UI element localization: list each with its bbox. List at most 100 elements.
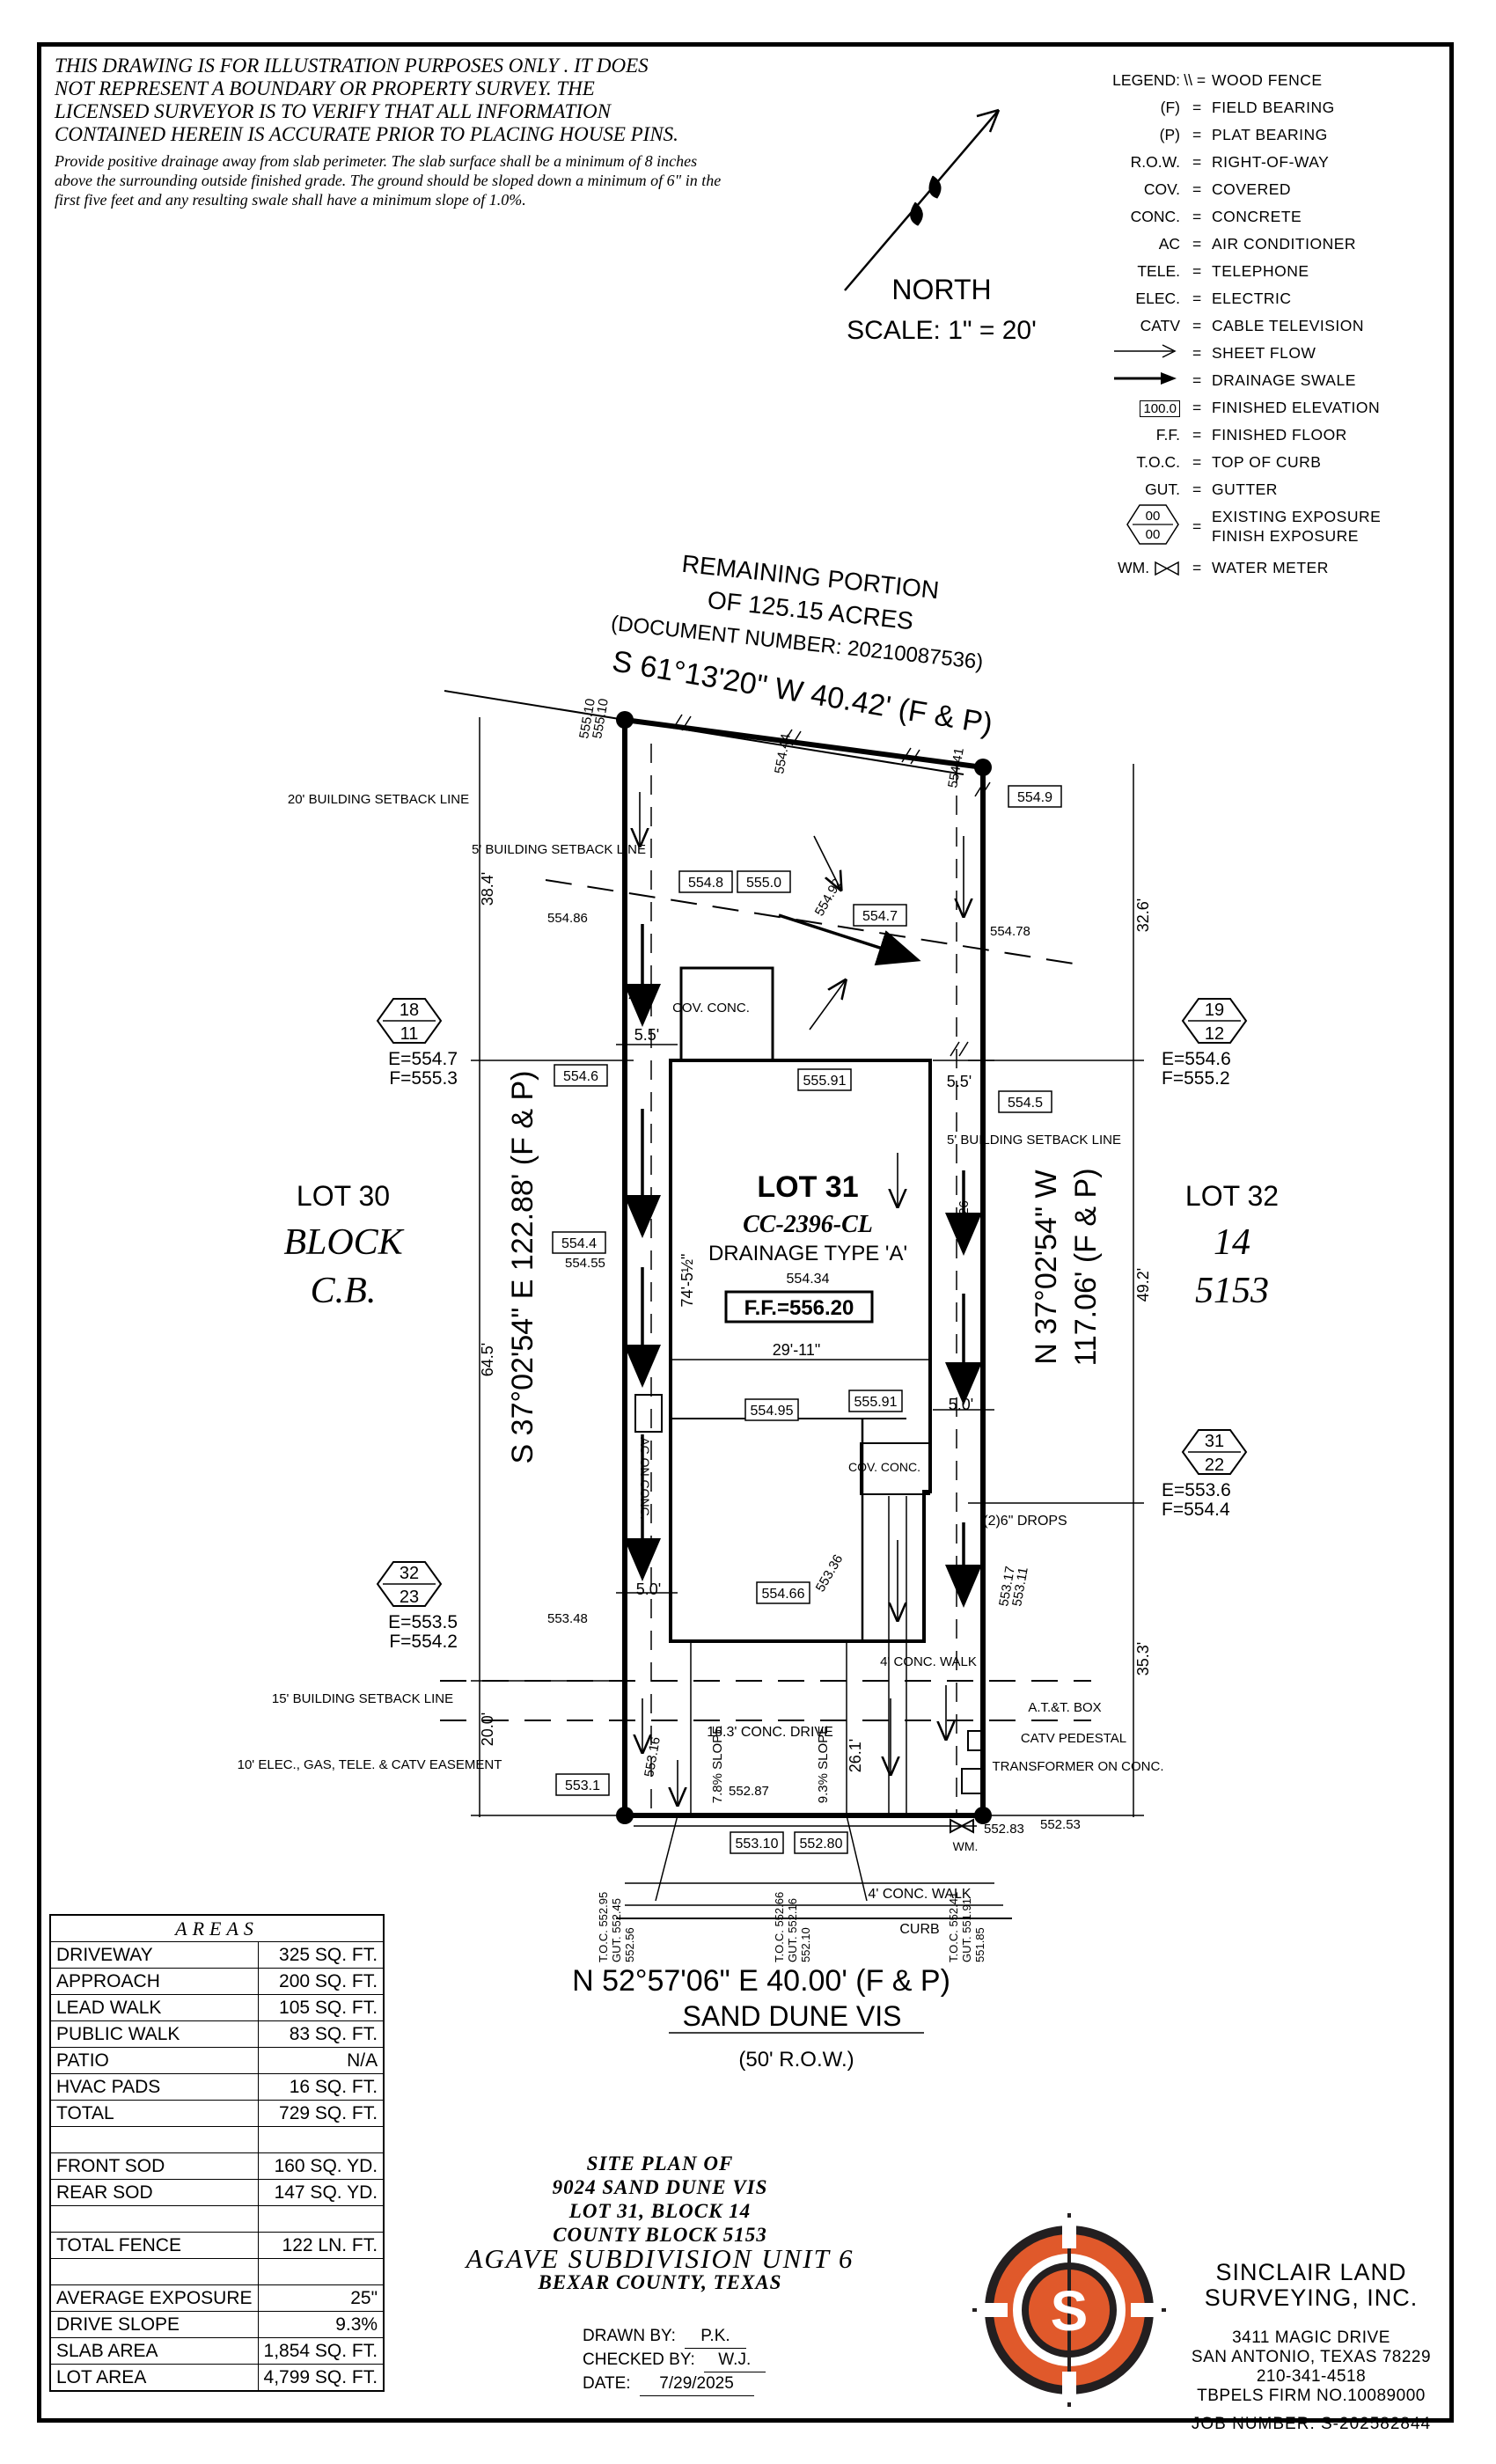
dimension-label: 5.0' (636, 1580, 661, 1598)
areas-value: 25" (257, 2284, 385, 2312)
legend-row: ELEC.=ELECTRIC (1109, 285, 1443, 312)
title-line: SITE PLAN OF (586, 2152, 734, 2174)
areas-value: 105 SQ. FT. (257, 1994, 385, 2021)
lot-30-label: LOT 30 (297, 1180, 390, 1212)
elevation-box: 553.10 (730, 1831, 784, 1854)
elevation-box: 554.7 (853, 904, 907, 927)
finish-elevation: F=555.2 (1162, 1068, 1230, 1089)
areas-label: PATIO (49, 2047, 259, 2074)
dimension-label: 26.1' (847, 1739, 864, 1772)
areas-label: FRONT SOD (49, 2152, 259, 2180)
curb-elevation-text: GUT. 552.45 (610, 1898, 623, 1962)
title-line: LOT 31, BLOCK 14 (568, 2200, 752, 2222)
legend-desc: TELEPHONE (1212, 262, 1309, 280)
areas-label: PUBLIC WALK (49, 2020, 259, 2048)
block-label: BLOCK (283, 1222, 404, 1263)
company-info: SINCLAIR LAND SURVEYING, INC. 3411 MAGIC… (1179, 2260, 1443, 2437)
slope-label: 7.8% SLOPE (710, 1726, 725, 1803)
sheet-flow-arrows (640, 792, 964, 1804)
finished-floor-label: F.F.=556.20 (744, 1296, 854, 1320)
right-of-way-label: (50' R.O.W.) (738, 2048, 854, 2072)
areas-label: APPROACH (49, 1968, 259, 1995)
areas-label: REAR SOD (49, 2179, 259, 2206)
title-line: BEXAR COUNTY, TEXAS (538, 2271, 782, 2293)
legend-desc: FIELD BEARING (1212, 99, 1335, 116)
elevation-value: 554.4 (561, 1236, 597, 1251)
finished-floor-box (724, 1290, 874, 1324)
house-footprint (669, 1059, 932, 1643)
curb-elevation-text: T.O.C. 552.41 (947, 1892, 960, 1962)
lot-label: LOT 31 (757, 1170, 858, 1204)
plan-code-label: CC-2396-CL (743, 1211, 873, 1238)
legend-desc: COVERED (1212, 180, 1292, 198)
areas-value: 325 SQ. FT. (257, 1941, 385, 1969)
legend-desc: TOP OF CURB (1212, 453, 1322, 471)
areas-label: TOTAL FENCE (49, 2232, 259, 2259)
dimension-label: 5.5' (947, 1073, 972, 1090)
legend-desc: WATER METER (1212, 559, 1329, 576)
legend-symbol: TELE. (1137, 262, 1180, 280)
areas-row (49, 2205, 385, 2233)
elevation-box: 554.6 (554, 1064, 608, 1087)
title-line: COUNTY BLOCK 5153 (553, 2224, 767, 2246)
drainage-note: Provide positive drainage away from slab… (55, 152, 722, 209)
elevation-box: 555.0 (737, 870, 791, 893)
title-line: 9024 SAND DUNE VIS (552, 2176, 768, 2198)
dimension-label: 5.0' (949, 1396, 973, 1413)
legend-desc: FINISHED ELEVATION (1212, 399, 1381, 416)
elevation-box: 554.9 (1008, 785, 1062, 808)
legend-symbol: F.F. (1155, 426, 1180, 444)
legend-row: (F)=FIELD BEARING (1109, 94, 1443, 121)
legend-row: R.O.W.=RIGHT-OF-WAY (1109, 149, 1443, 176)
areas-row (49, 2126, 385, 2153)
existing-exposure: 32 (400, 1564, 419, 1583)
elevation-value: 555.91 (854, 1395, 898, 1410)
areas-label: LEAD WALK (49, 1994, 259, 2021)
cov-conc-label: COV. CONC. (848, 1460, 920, 1474)
dimension-label: 35.3' (1134, 1642, 1152, 1676)
curb-elevation-text: 552.10 (799, 1927, 812, 1962)
legend-desc: PLAT BEARING (1212, 126, 1328, 143)
legend-row: (P)=PLAT BEARING (1109, 121, 1443, 149)
existing-elevation: E=554.6 (1162, 1049, 1231, 1069)
conc-walk-label: 4' CONC. WALK (868, 1887, 971, 1902)
company-logo: S (972, 2213, 1166, 2407)
transformer-icon (961, 1768, 984, 1794)
dimension-label: 5.5' (634, 1026, 659, 1044)
disclaimer-line: THIS DRAWING IS FOR ILLUSTRATION PURPOSE… (55, 55, 649, 77)
curb-elevation-text: T.O.C. 552.95 (597, 1892, 610, 1962)
elevation-value: 555.91 (803, 1074, 847, 1089)
cov-conc-label: COV. CONC. (672, 1001, 750, 1016)
finish-exposure: 23 (400, 1588, 419, 1607)
legend-symbol: \\ (1184, 71, 1192, 89)
legend-desc: DRAINAGE SWALE (1212, 371, 1356, 389)
dimension-label: 74'-5½" (678, 1254, 696, 1308)
areas-label (49, 2205, 259, 2233)
legend-symbol: T.O.C. (1136, 453, 1180, 471)
north-label: NORTH (891, 274, 991, 305)
setback-label: 20' BUILDING SETBACK LINE (288, 792, 469, 807)
subdivision-title: AGAVE SUBDIVISION UNIT 6 (466, 2243, 854, 2274)
legend-symbol: R.O.W. (1130, 153, 1180, 171)
checked-by-label: CHECKED BY: (583, 2350, 695, 2369)
areas-value: N/A (257, 2047, 385, 2074)
curb-elevation-text: 552.56 (623, 1927, 636, 1962)
exposure-markers: 1811E=554.7F=555.31912E=554.6F=555.23122… (376, 998, 1248, 1652)
elevation-value: 554.8 (688, 876, 723, 891)
elevation-box: 552.80 (794, 1831, 848, 1854)
legend-desc: GUTTER (1212, 480, 1278, 498)
water-meter-icon: WM. (1109, 559, 1192, 577)
legend-desc: RIGHT-OF-WAY (1212, 153, 1330, 171)
